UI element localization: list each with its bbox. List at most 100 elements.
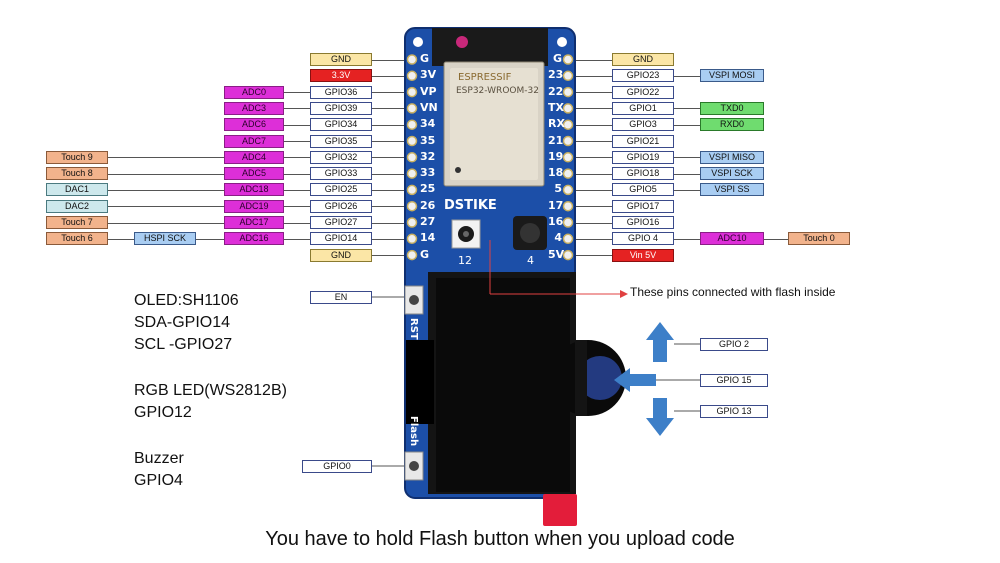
battery-connector (543, 494, 577, 526)
connector-line (674, 238, 700, 240)
connector-line (576, 238, 612, 240)
buzzer-note: Buzzer GPIO4 (134, 448, 184, 492)
pin-label-gpio36: GPIO36 (310, 85, 372, 99)
connector-line (372, 189, 404, 191)
pin-label-gpio35: GPIO35 (310, 134, 372, 148)
connector-line (764, 238, 788, 240)
right-silk-label: 5 (554, 182, 562, 196)
joystick-down-label: GPIO 13 (700, 405, 768, 418)
connector-line (576, 141, 612, 142)
right-silk-label: TX (548, 100, 564, 114)
left-silk-label: 3V (420, 68, 437, 82)
connector-line (108, 206, 224, 208)
connector-line (576, 206, 612, 208)
func-label-dac2: DAC2 (46, 199, 108, 213)
connector-line (674, 124, 700, 126)
connector-line (284, 92, 310, 94)
connector-line (576, 173, 612, 175)
header-pad (562, 168, 574, 179)
func-label-dac1: DAC1 (46, 183, 108, 197)
header-pad (406, 200, 418, 212)
func-label-vspi-miso: VSPI MISO (700, 150, 764, 164)
connector-line (372, 59, 404, 61)
pin-label-gpio33: GPIO33 (310, 167, 372, 181)
func-label-touch-6: Touch 6 (46, 232, 108, 246)
buzzer-pin-label: 4 (527, 254, 534, 267)
connector-line (372, 222, 404, 224)
connector-line (284, 206, 310, 208)
connector-line (576, 222, 612, 224)
header-pad (562, 103, 574, 114)
arrow-left-icon (614, 368, 656, 392)
joystick-left-label: GPIO 15 (700, 374, 768, 387)
en-button-label: EN (310, 291, 372, 304)
left-silk-label: 32 (420, 149, 436, 163)
pin-label-gpio23: GPIO23 (612, 69, 674, 83)
left-silk-label: VP (420, 84, 437, 98)
connector-line (284, 173, 310, 175)
note-line: OLED:SH1106 (134, 292, 239, 309)
pin-label-gpio5: GPIO5 (612, 183, 674, 197)
connector-line (372, 141, 404, 142)
connector-line (108, 173, 224, 175)
right-silk-label: 18 (548, 166, 564, 180)
pin-label-gpio39: GPIO39 (310, 101, 372, 115)
left-silk-label: 35 (420, 133, 436, 147)
right-silk-label: 5V (548, 247, 565, 261)
pin-label-gnd: GND (310, 248, 372, 262)
right-silk-label: 22 (548, 84, 564, 98)
func-label-touch-9: Touch 9 (46, 150, 108, 164)
pin-label-gpio1: GPIO1 (612, 101, 674, 115)
connector-line (372, 255, 404, 257)
connector-line (372, 92, 404, 94)
func-label-adc4: ADC4 (224, 150, 284, 164)
connector-line (108, 189, 224, 191)
right-silk-label: RX (548, 117, 565, 131)
brand-label: DSTIKE (444, 198, 497, 213)
func-label-adc7: ADC7 (224, 134, 284, 148)
pin-label-gpio27: GPIO27 (310, 216, 372, 229)
header-pad (406, 119, 418, 130)
connector-line (108, 238, 134, 240)
flash-label: Flash (408, 416, 419, 447)
note-line: SDA-GPIO14 (134, 314, 231, 331)
gpio0-button-label: GPIO0 (302, 460, 372, 473)
pin-label-gpio25: GPIO25 (310, 183, 372, 197)
connector-line (372, 206, 404, 208)
header-pad (562, 249, 574, 261)
connector-line (576, 75, 612, 77)
func-label-hspi-sck: HSPI SCK (134, 232, 196, 246)
connector-line (674, 189, 700, 191)
func-label-touch-0: Touch 0 (788, 232, 850, 246)
flash-pins-note: These pins connected with flash inside (630, 285, 836, 299)
func-label-vspi-sck: VSPI SCK (700, 167, 764, 181)
pin-label-gpio17: GPIO17 (612, 199, 674, 213)
note-line: GPIO4 (134, 472, 183, 489)
connector-line (108, 222, 224, 224)
note-line: RGB LED(WS2812B) (134, 382, 287, 399)
connector-line (576, 124, 612, 126)
header-pad (406, 217, 418, 228)
connector-line (576, 157, 612, 159)
func-label-adc16: ADC16 (224, 232, 284, 246)
connector-line (372, 173, 404, 175)
left-silk-label: G (420, 52, 430, 65)
connector-line (674, 75, 700, 77)
connector-line (372, 238, 404, 240)
connector-line (284, 238, 310, 240)
joystick-up-label: GPIO 2 (700, 338, 768, 351)
header-pad (562, 217, 574, 228)
func-label-adc3: ADC3 (224, 101, 284, 115)
pin-label-gpio21: GPIO21 (612, 134, 674, 148)
header-pad (406, 233, 418, 245)
module-brand: ESPRESSIF (458, 72, 512, 83)
right-silk-label: 19 (548, 149, 564, 163)
header-pad (562, 70, 574, 82)
mounting-hole (557, 37, 567, 47)
pin-label-gpio34: GPIO34 (310, 118, 372, 132)
header-pad (562, 200, 574, 212)
left-silk-label: 25 (420, 182, 436, 196)
connector-line (284, 222, 310, 224)
right-silk-label: 4 (554, 231, 562, 245)
connector-line (372, 108, 404, 110)
